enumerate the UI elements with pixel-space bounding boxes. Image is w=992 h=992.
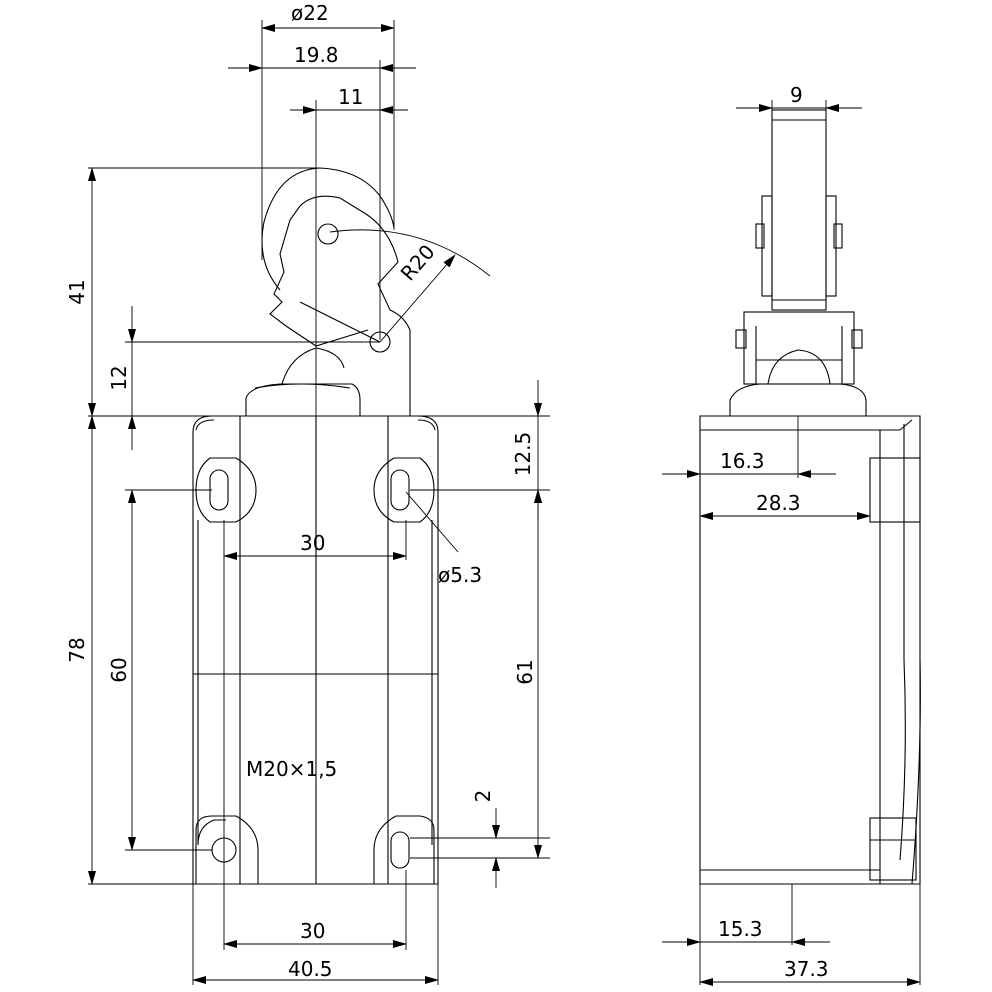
bottom-right-slot	[390, 831, 410, 869]
dim-r20: R20	[396, 240, 440, 285]
top-right-mount-boss	[373, 457, 435, 523]
dim-hole-dia: ø5.3	[438, 563, 482, 587]
side-latch	[869, 457, 921, 523]
roller-axle	[317, 223, 339, 245]
dim-thread: M20×1,5	[246, 757, 337, 781]
dim-9: 9	[790, 83, 803, 107]
dim-2: 2	[471, 790, 495, 803]
side-lower-block	[869, 817, 917, 881]
roller-lever-arm	[269, 195, 411, 416]
dim-12: 12	[107, 365, 131, 390]
side-roller	[771, 109, 827, 311]
plunger-cap	[245, 383, 361, 416]
dim-61: 61	[513, 659, 537, 684]
side-lever-fork	[743, 311, 855, 385]
dim-37-3: 37.3	[784, 957, 829, 981]
front-view	[192, 167, 491, 885]
dim-60: 60	[107, 657, 131, 682]
dim-11: 11	[338, 85, 363, 109]
dim-28-3: 28.3	[756, 491, 801, 515]
side-housing-outline	[699, 415, 921, 885]
dim-dia22: ø22	[291, 1, 329, 25]
dim-40-5: 40.5	[288, 957, 333, 981]
dim-30-top: 30	[300, 531, 325, 555]
dim-15-3: 15.3	[718, 917, 763, 941]
top-right-slot	[390, 469, 410, 511]
dim-41: 41	[65, 279, 89, 304]
dim-30-bottom: 30	[300, 919, 325, 943]
dim-12-5: 12.5	[511, 432, 535, 477]
dim-16-3: 16.3	[720, 449, 765, 473]
side-plunger-cap	[729, 383, 867, 416]
side-view	[699, 109, 921, 885]
dim-78: 78	[65, 637, 89, 662]
top-left-mount-boss	[195, 457, 257, 523]
bottom-right-mount-boss	[373, 815, 435, 884]
dim-19-8: 19.8	[294, 43, 339, 67]
roller-wheel	[261, 167, 395, 291]
top-left-slot	[209, 469, 229, 511]
